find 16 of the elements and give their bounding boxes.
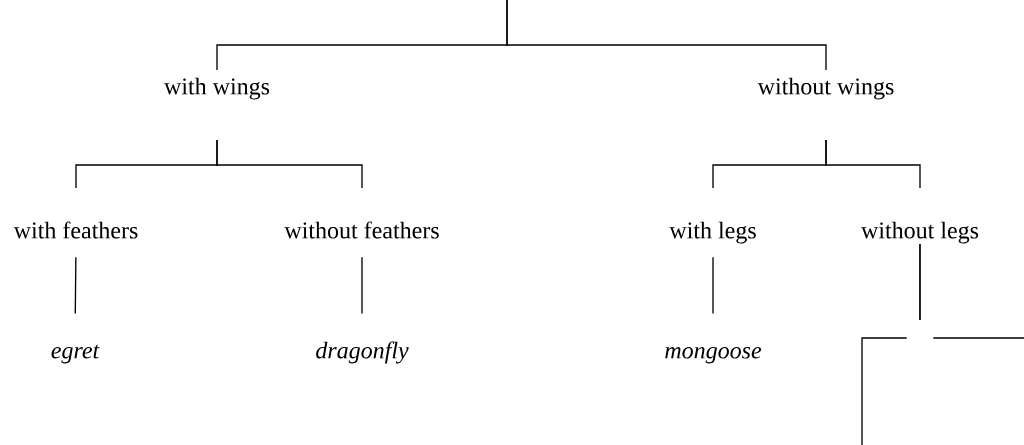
- tree-connector: [712, 256, 714, 315]
- category-label: without feathers: [284, 221, 439, 239]
- tree-connector: [216, 139, 363, 189]
- category-label: without wings: [757, 77, 894, 100]
- tree-connector: [825, 139, 921, 189]
- tree-connector: [506, 0, 827, 71]
- tree-connector: [74, 256, 77, 315]
- category-label: without legs: [861, 221, 979, 244]
- category-label: with wings: [164, 77, 270, 100]
- leaf-label: mongoose: [665, 347, 762, 364]
- leaf-label: egret: [51, 344, 100, 364]
- leaf-label: dragonfly: [316, 341, 409, 364]
- tree-connector: [919, 243, 1024, 339]
- category-label: with legs: [669, 221, 756, 244]
- category-label: with feathers: [13, 221, 138, 239]
- tree-connector: [361, 256, 363, 315]
